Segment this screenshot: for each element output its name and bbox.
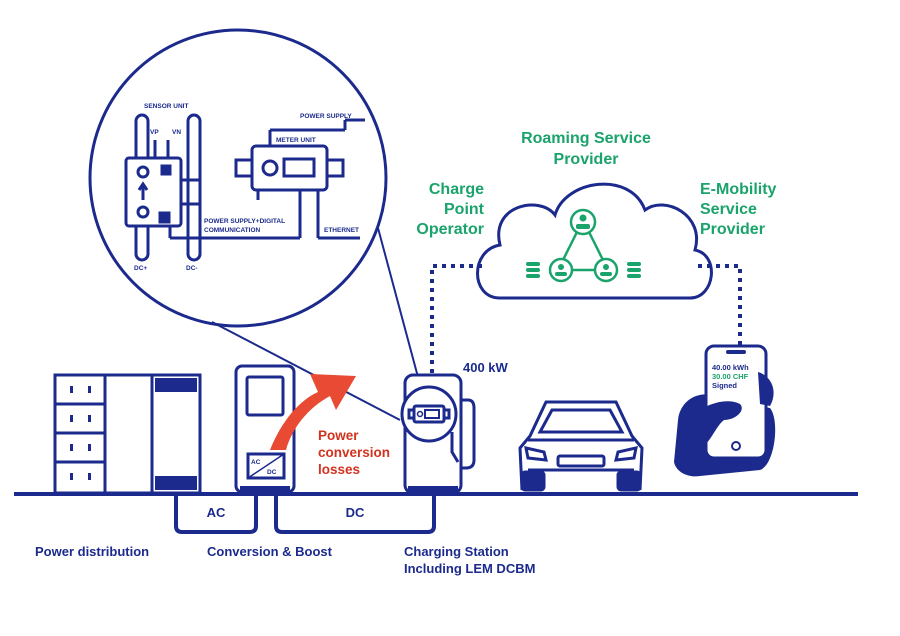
dc-bus-label: DC xyxy=(346,505,365,520)
dc-minus-label: DC- xyxy=(186,265,198,272)
losses-label-3: losses xyxy=(318,462,360,477)
dc-plus-label: DC+ xyxy=(134,265,147,272)
ps-digital-label-1: POWER SUPPLY+DIGITAL xyxy=(204,218,285,225)
phone-icon xyxy=(674,344,776,477)
caption-conversion: Conversion & Boost xyxy=(207,544,333,559)
losses-label-1: Power xyxy=(318,428,359,443)
vp-label: VP xyxy=(150,129,159,136)
cloud-icon xyxy=(476,182,713,300)
converter-dc-label: DC xyxy=(267,469,277,476)
cpo-label-3: Operator xyxy=(416,221,484,238)
phone-energy: 40.00 kWh xyxy=(712,363,749,372)
ac-bus-label: AC xyxy=(207,505,226,520)
charging-station xyxy=(400,373,476,495)
roaming-label-2: Provider xyxy=(554,151,619,168)
power-distribution-cabinet xyxy=(53,373,202,495)
roaming-label-1: Roaming Service xyxy=(521,130,651,147)
converter-ac-label: AC xyxy=(251,459,261,466)
sensor-unit-label: SENSOR UNIT xyxy=(144,103,188,110)
meter-unit-label: METER UNIT xyxy=(276,137,316,144)
power-supply-label: POWER SUPPLY xyxy=(300,113,352,120)
emsp-label-1: E-Mobility xyxy=(700,181,777,198)
meter-unit-icon xyxy=(234,118,365,240)
sensor-unit-icon xyxy=(124,113,302,262)
emsp-label-2: Service xyxy=(700,201,757,218)
caption-station-1: Charging Station xyxy=(404,544,509,559)
caption-station-2: Including LEM DCBM xyxy=(404,561,535,576)
cpo-label-1: Charge xyxy=(429,181,484,198)
meter-zoom-detail: SENSOR UNIT VP VN POWER SUPPLY METER UNI… xyxy=(88,28,423,421)
ps-digital-label-2: COMMUNICATION xyxy=(204,227,261,234)
emsp-label-3: Provider xyxy=(700,221,765,238)
charger-power-label: 400 kW xyxy=(463,360,509,375)
cpo-label-2: Point xyxy=(444,201,485,218)
loss-arrow-icon xyxy=(270,374,356,450)
ac-bus xyxy=(174,494,258,534)
vn-label: VN xyxy=(172,129,181,136)
losses-label-2: conversion xyxy=(318,445,390,460)
car-icon xyxy=(518,400,644,492)
converter-cabinet xyxy=(234,364,296,494)
caption-distribution: Power distribution xyxy=(35,544,149,559)
phone-status: Signed xyxy=(712,381,737,390)
phone-price: 30.00 CHF xyxy=(712,372,749,381)
dc-bus xyxy=(274,494,436,534)
ethernet-label: ETHERNET xyxy=(324,227,359,234)
